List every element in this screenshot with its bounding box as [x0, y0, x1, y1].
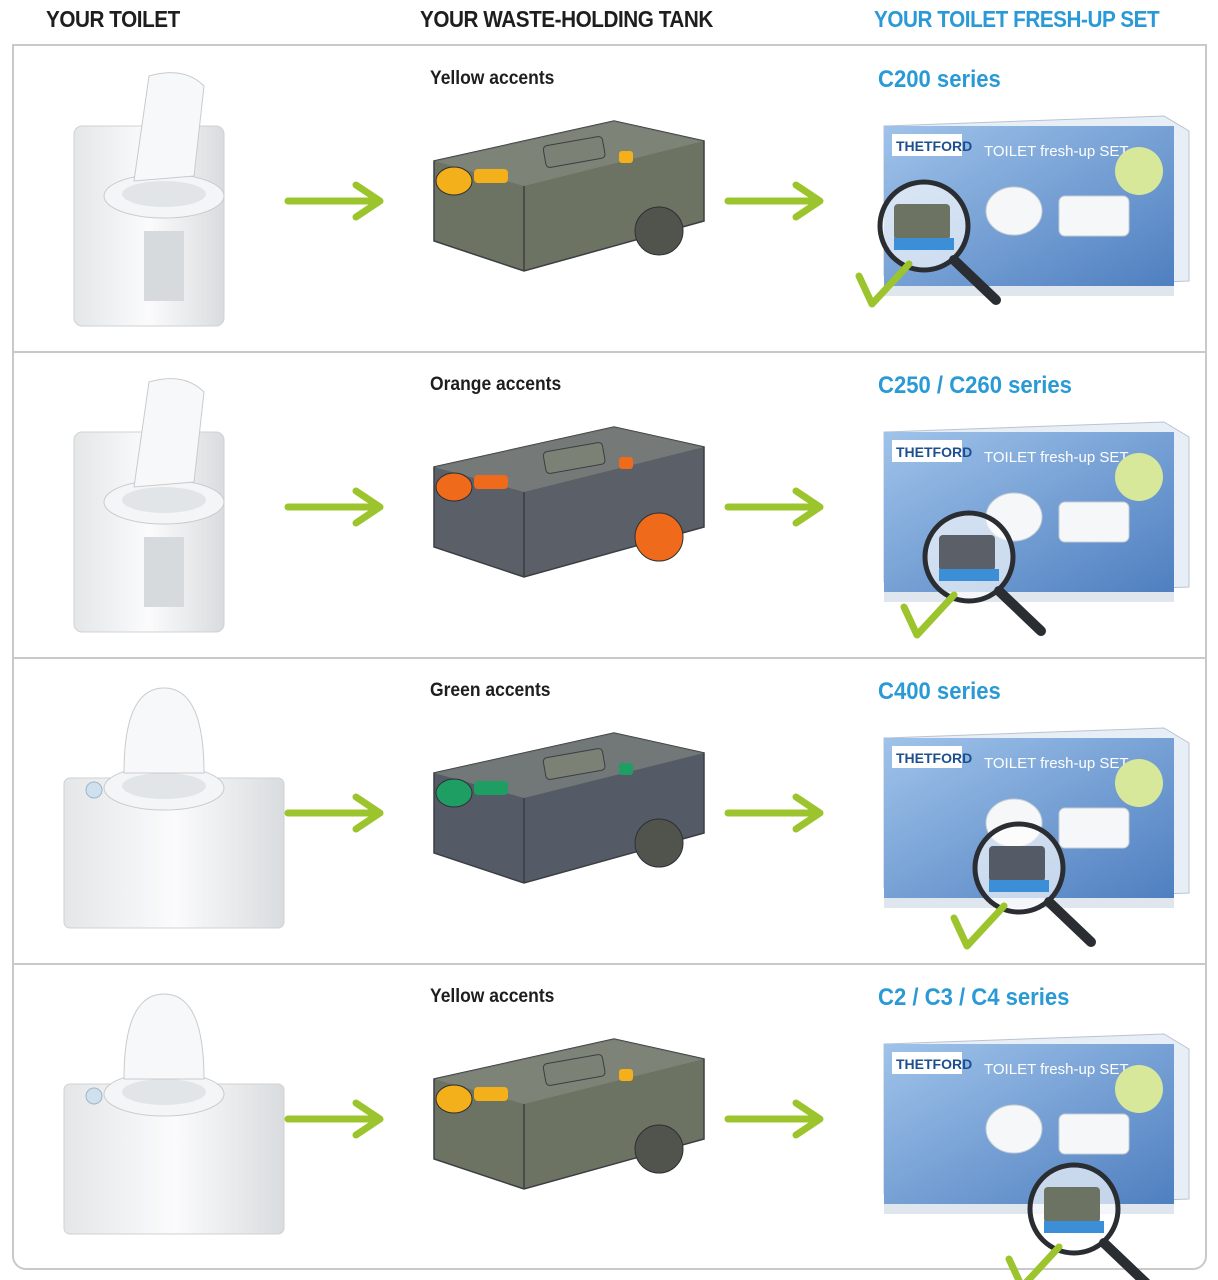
check-icon — [1005, 1243, 1063, 1280]
arrow-right-icon — [724, 181, 824, 221]
waste-tank-image — [433, 732, 705, 884]
box-brand-text: THETFORD — [896, 750, 972, 766]
fresh-up-set-box: THETFORD TOILET fresh-up SET — [883, 727, 1190, 950]
box-title-text: TOILET fresh-up SET — [984, 143, 1129, 160]
header-waste-tank: YOUR WASTE-HOLDING TANK — [420, 6, 713, 32]
box-title-text: TOILET fresh-up SET — [984, 1061, 1129, 1078]
fresh-up-set-box: THETFORD TOILET fresh-up SET — [883, 1033, 1190, 1280]
row-divider — [12, 351, 1207, 353]
row-divider — [12, 963, 1207, 965]
series-label: C400 series — [878, 678, 1001, 705]
box-brand-text: THETFORD — [896, 138, 972, 154]
arrow-right-icon — [284, 487, 384, 527]
accent-label: Green accents — [430, 680, 551, 701]
arrow-right-icon — [284, 181, 384, 221]
row-divider — [12, 657, 1207, 659]
waste-tank-image — [433, 1038, 705, 1190]
arrow-right-icon — [724, 1099, 824, 1139]
accent-label: Yellow accents — [430, 68, 555, 89]
accent-label: Yellow accents — [430, 986, 555, 1007]
box-title-text: TOILET fresh-up SET — [984, 449, 1129, 466]
toilet-image — [63, 687, 285, 929]
box-brand-text: THETFORD — [896, 444, 972, 460]
check-icon — [950, 902, 1008, 950]
arrow-right-icon — [284, 1099, 384, 1139]
arrow-right-icon — [284, 793, 384, 833]
check-icon — [855, 260, 913, 308]
series-label: C2 / C3 / C4 series — [878, 984, 1070, 1011]
toilet-image — [73, 72, 225, 327]
check-icon — [900, 591, 958, 639]
header-your-toilet: YOUR TOILET — [46, 6, 180, 32]
arrow-right-icon — [724, 487, 824, 527]
toilet-image — [73, 378, 225, 633]
toilet-image — [63, 993, 285, 1235]
arrow-right-icon — [724, 793, 824, 833]
header-fresh-up-set: YOUR TOILET FRESH-UP SET — [874, 6, 1160, 32]
box-brand-text: THETFORD — [896, 1056, 972, 1072]
waste-tank-image — [433, 120, 705, 272]
fresh-up-set-box: THETFORD TOILET fresh-up SET — [855, 115, 1190, 308]
accent-label: Orange accents — [430, 374, 562, 395]
series-label: C250 / C260 series — [878, 372, 1072, 399]
series-label: C200 series — [878, 66, 1001, 93]
waste-tank-image — [433, 426, 705, 578]
box-title-text: TOILET fresh-up SET — [984, 755, 1129, 772]
fresh-up-set-box: THETFORD TOILET fresh-up SET — [883, 421, 1190, 639]
